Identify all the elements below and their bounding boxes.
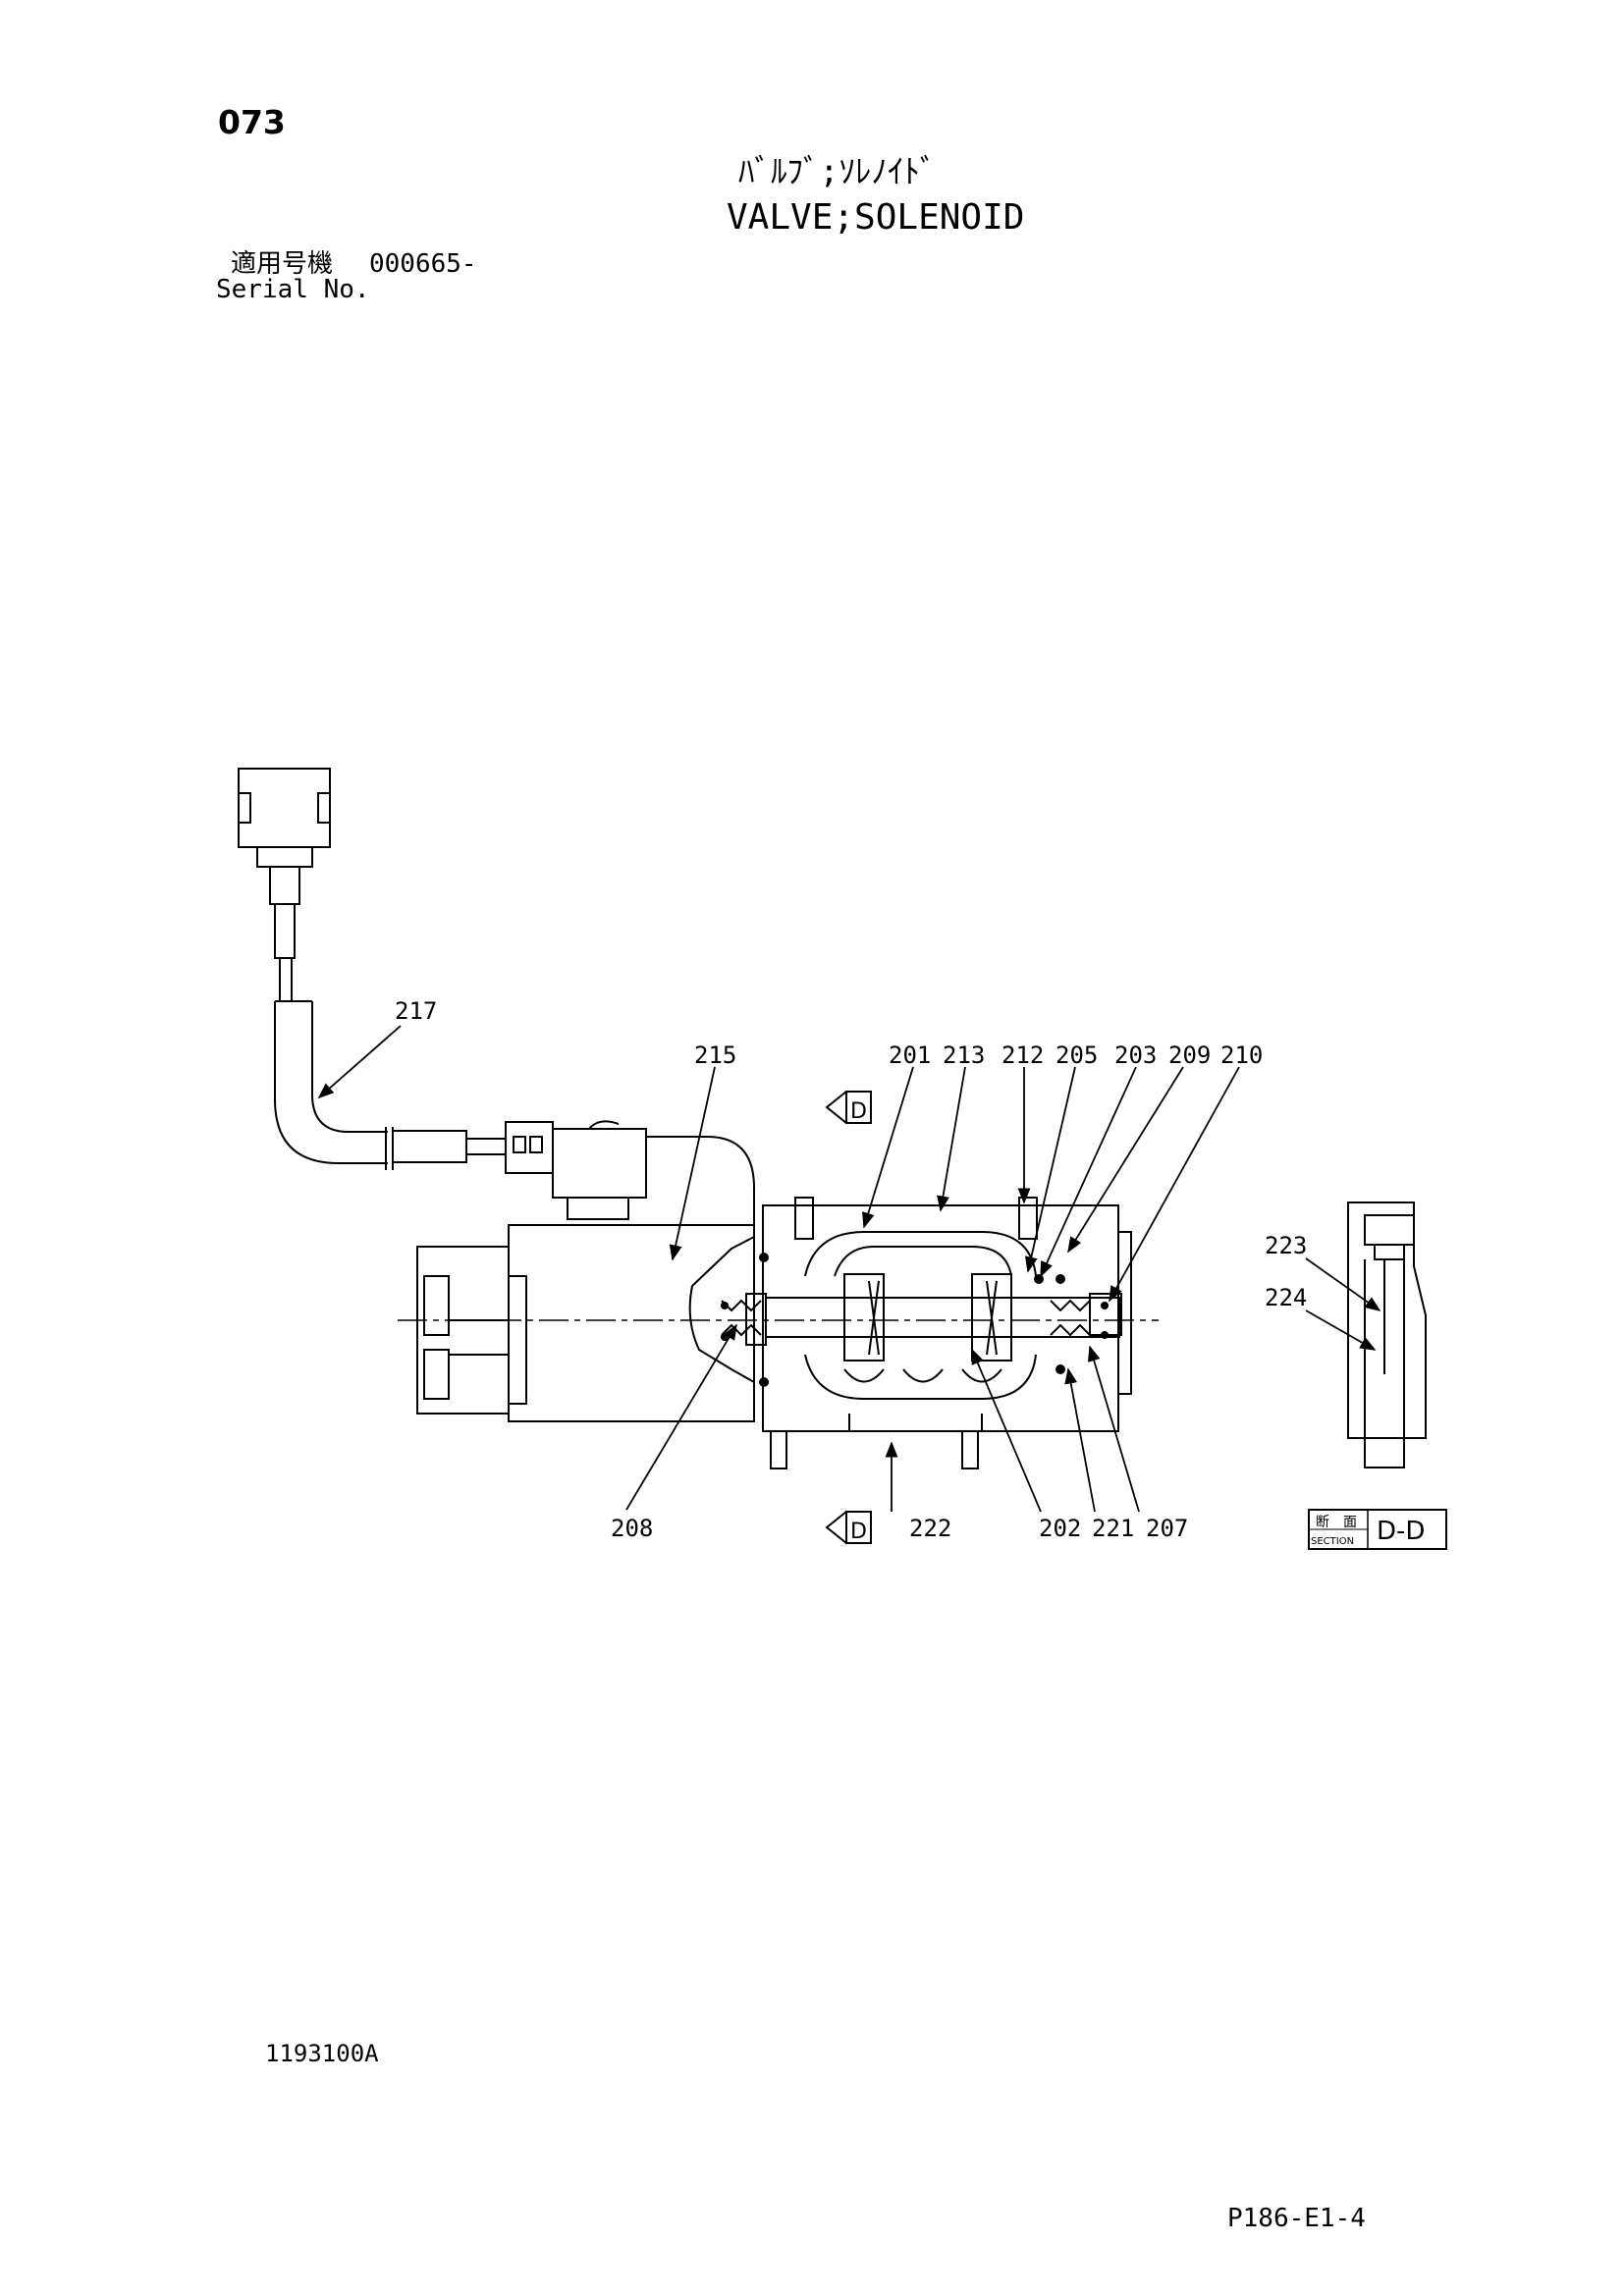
section-marker-top: D bbox=[825, 1091, 872, 1124]
callout-210: 210 bbox=[1220, 1041, 1263, 1069]
callout-222: 222 bbox=[909, 1515, 951, 1542]
adaptor-nose bbox=[688, 1236, 755, 1383]
section-label-jp-2: 面 bbox=[1343, 1515, 1357, 1530]
callout-208: 208 bbox=[611, 1515, 653, 1542]
callout-203: 203 bbox=[1114, 1041, 1157, 1069]
callout-217: 217 bbox=[395, 997, 437, 1025]
callout-221: 221 bbox=[1092, 1515, 1134, 1542]
callout-224: 224 bbox=[1265, 1284, 1307, 1311]
spool bbox=[745, 1273, 1120, 1362]
section-view-name: D-D bbox=[1377, 1517, 1425, 1546]
section-letter-top: D bbox=[850, 1099, 867, 1124]
drawing-number: 1193100A bbox=[265, 2040, 379, 2067]
serial-number-value: 000665- bbox=[369, 249, 477, 279]
page-reference: P186-E1-4 bbox=[1227, 2204, 1366, 2233]
title-english: VALVE;SOLENOID bbox=[727, 197, 1025, 238]
callout-201: 201 bbox=[889, 1041, 931, 1069]
callout-223: 223 bbox=[1265, 1232, 1307, 1259]
callout-209: 209 bbox=[1168, 1041, 1211, 1069]
section-letter-bottom: D bbox=[850, 1520, 867, 1544]
end-plug bbox=[1089, 1293, 1122, 1336]
solenoid-connector bbox=[505, 1120, 647, 1220]
section-marker-bottom: D bbox=[825, 1511, 872, 1544]
serial-label-english: Serial No. bbox=[216, 275, 370, 304]
callout-202: 202 bbox=[1039, 1515, 1081, 1542]
section-label-jp-1: 断 bbox=[1316, 1515, 1329, 1530]
wire-harness bbox=[274, 958, 506, 1170]
title-japanese: ﾊﾞﾙﾌﾞ;ｿﾚﾉｲﾄﾞ bbox=[738, 152, 937, 190]
solenoid-body bbox=[416, 1136, 755, 1422]
callout-213: 213 bbox=[943, 1041, 985, 1069]
callout-207: 207 bbox=[1146, 1515, 1188, 1542]
callout-215: 215 bbox=[694, 1041, 736, 1069]
connector-plug bbox=[238, 768, 331, 959]
valve-assembly bbox=[238, 768, 1159, 1469]
callout-212: 212 bbox=[1001, 1041, 1044, 1069]
section-label-box: 断 面 SECTION D-D bbox=[1308, 1509, 1447, 1550]
springs bbox=[721, 1299, 1091, 1337]
callout-205: 205 bbox=[1056, 1041, 1098, 1069]
section-label-en: SECTION bbox=[1311, 1536, 1354, 1547]
serial-label-japanese: 適用号機 bbox=[231, 249, 334, 279]
section-view-drawing bbox=[1347, 1201, 1427, 1468]
callout-labels: 217 215 201 213 212 205 203 209 210 223 … bbox=[395, 997, 1307, 1542]
leader-lines bbox=[317, 1025, 1381, 1513]
page-number: 073 bbox=[218, 103, 286, 141]
